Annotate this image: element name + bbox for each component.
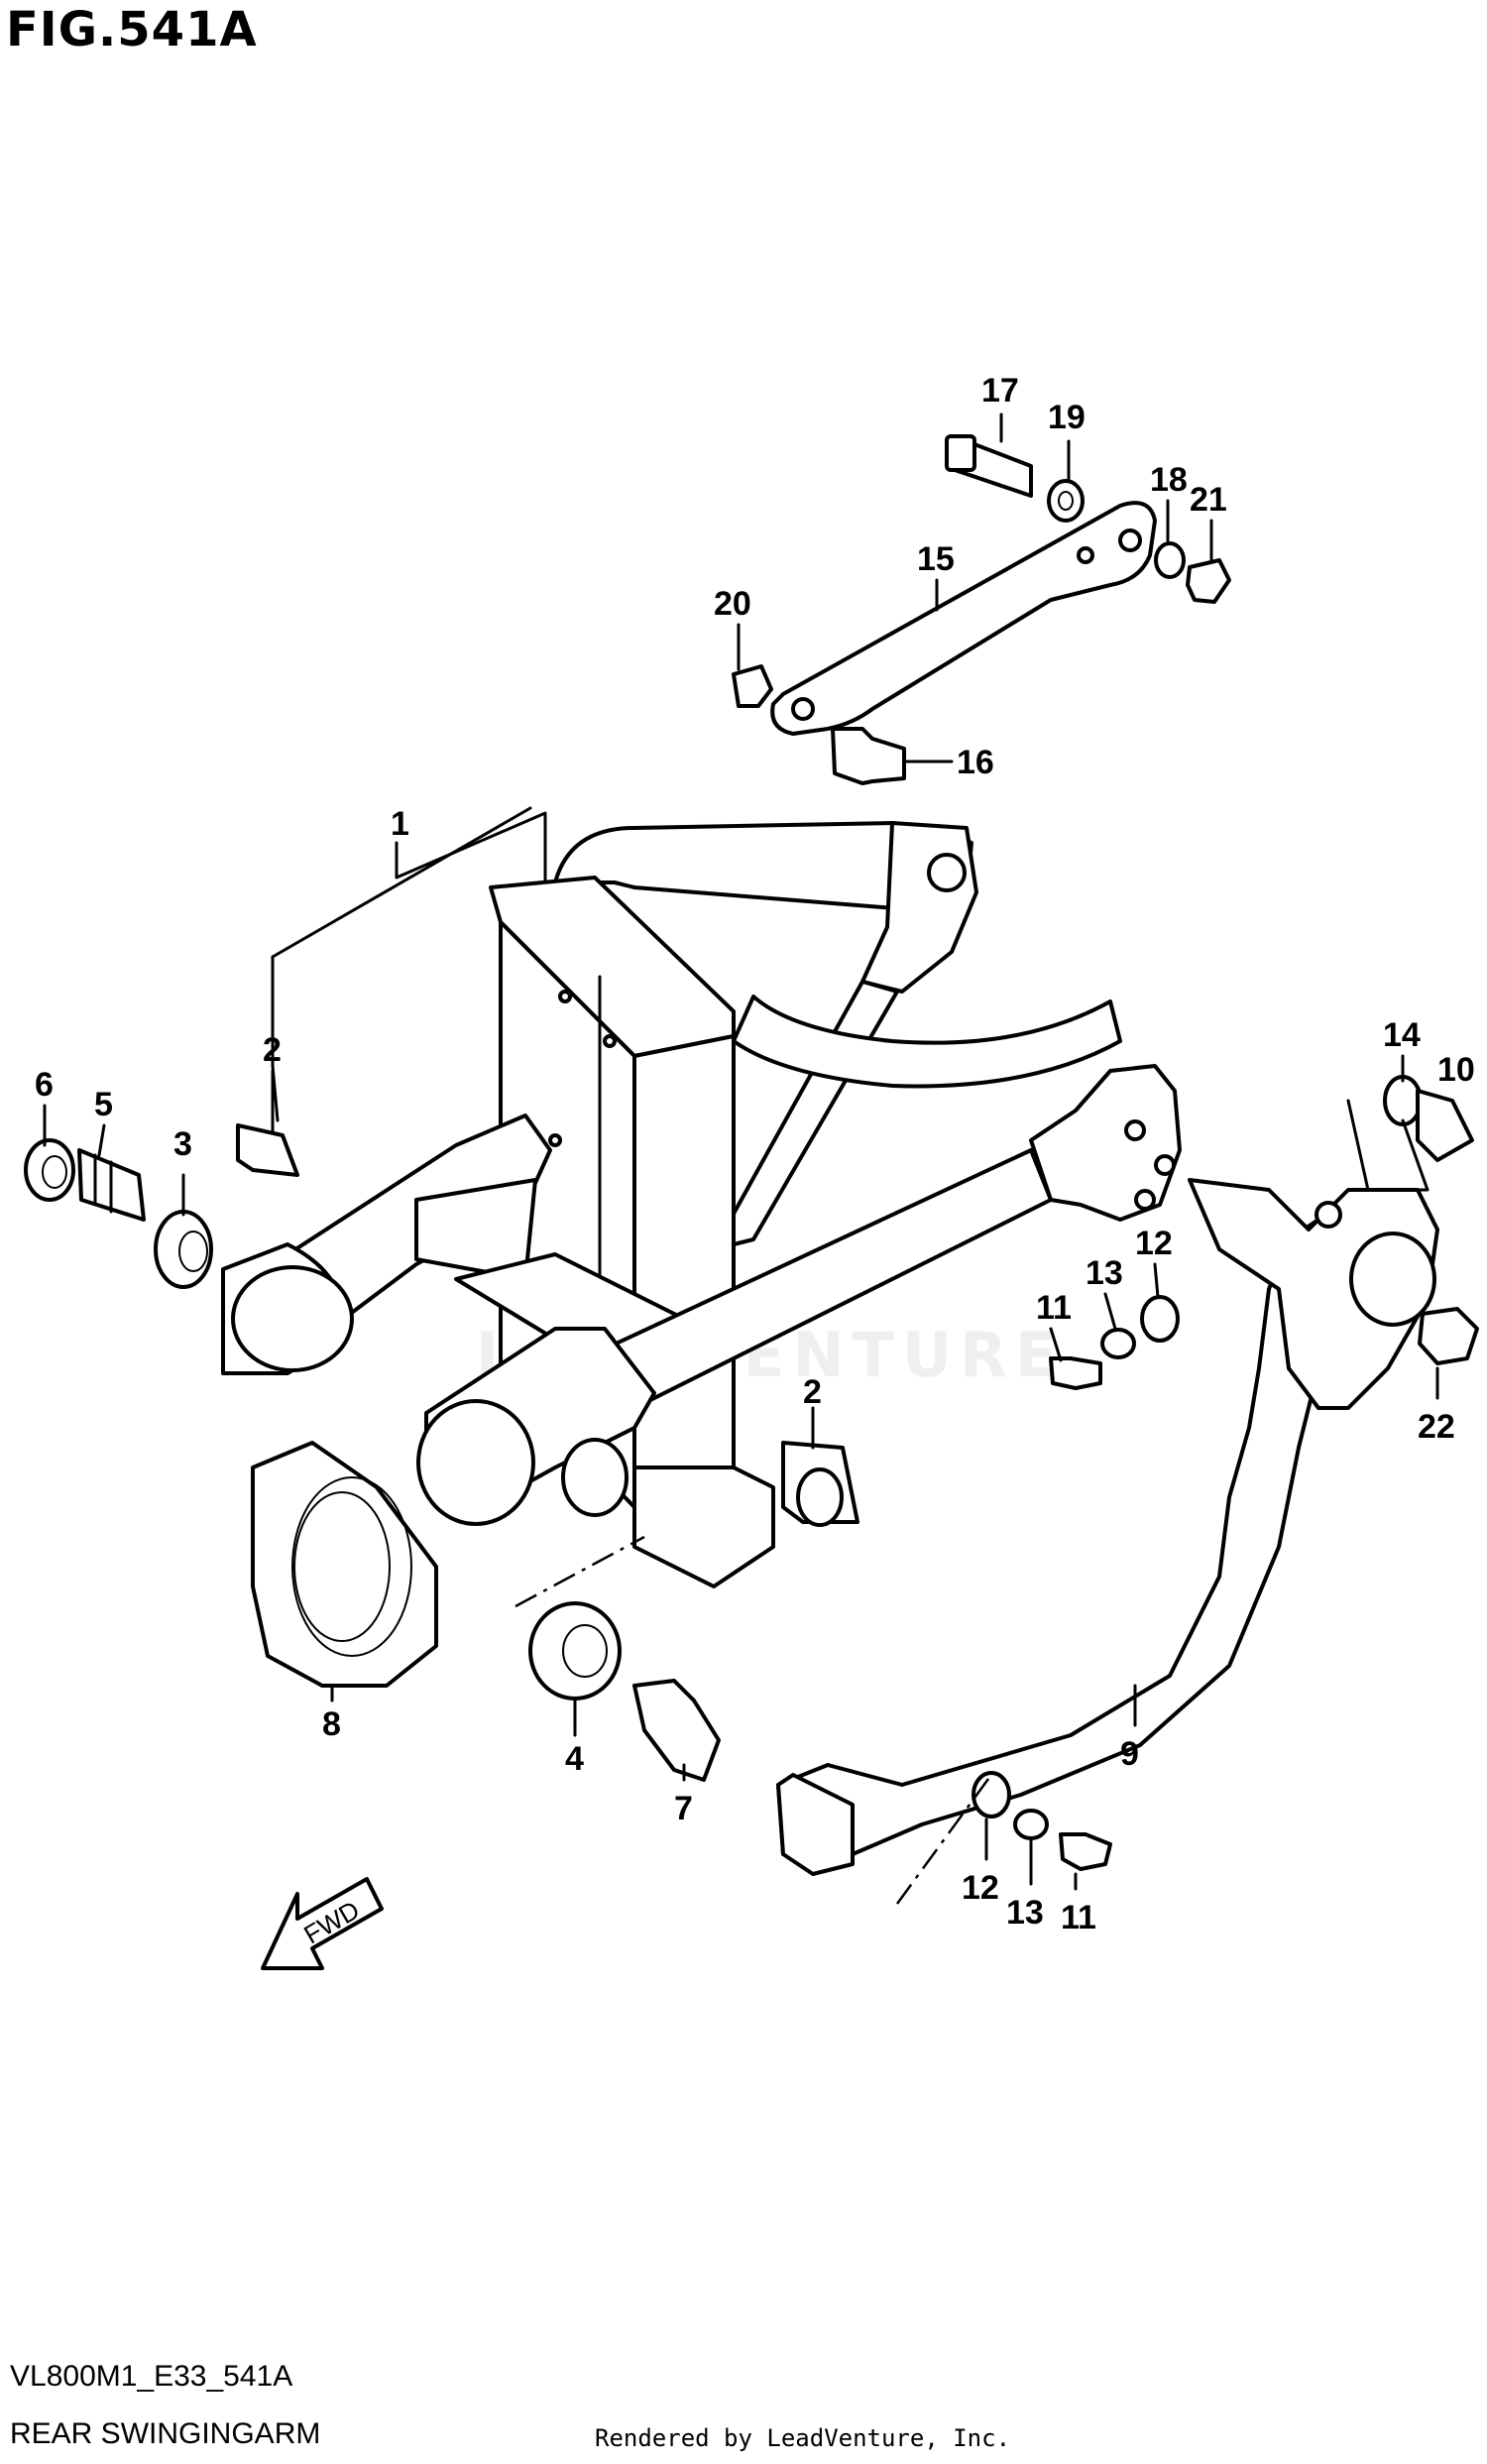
bushing-2-upper[interactable] bbox=[236, 1123, 299, 1177]
torque-link-hole-rear bbox=[1118, 528, 1142, 552]
leader-12a bbox=[1153, 1262, 1160, 1299]
callout-2b: 2 bbox=[803, 1373, 822, 1411]
callout-12a: 12 bbox=[1135, 1225, 1173, 1262]
bolt-16[interactable] bbox=[831, 727, 906, 785]
callout-11a: 11 bbox=[1036, 1289, 1072, 1327]
bushing-12-lower[interactable] bbox=[972, 1771, 1011, 1819]
final-drive-flange bbox=[1029, 1064, 1182, 1222]
leader-1-to-2 bbox=[271, 955, 280, 1122]
leader-10-14 bbox=[1346, 1099, 1430, 1192]
bolt-11-upper[interactable] bbox=[1049, 1356, 1102, 1390]
washer-14[interactable] bbox=[1383, 1075, 1423, 1126]
callout-5: 5 bbox=[94, 1086, 113, 1123]
callout-21: 21 bbox=[1190, 481, 1227, 519]
crossmember-rivet-1 bbox=[558, 990, 572, 1003]
callout-16: 16 bbox=[957, 744, 994, 781]
bearing-3-race bbox=[178, 1231, 208, 1272]
callout-17: 17 bbox=[981, 372, 1019, 410]
torque-link-assembly bbox=[732, 434, 1231, 785]
caliper-housing-hole bbox=[1315, 1201, 1342, 1229]
nut-6-hole bbox=[42, 1155, 67, 1189]
render-credit: Rendered by LeadVenture, Inc. bbox=[595, 2424, 1011, 2452]
fwd-arrow: FWD bbox=[261, 1877, 384, 1970]
collar-13-upper[interactable] bbox=[1100, 1328, 1136, 1359]
leader-1-bracket bbox=[271, 806, 532, 959]
callout-20: 20 bbox=[714, 585, 751, 623]
torque-link[interactable] bbox=[770, 501, 1157, 736]
callout-13a: 13 bbox=[1086, 1254, 1123, 1292]
callout-6: 6 bbox=[35, 1066, 54, 1104]
figure-title: FIG.541A bbox=[6, 2, 258, 58]
bracket-foot bbox=[776, 1773, 855, 1876]
leader-13a bbox=[1103, 1292, 1117, 1331]
fwd-arrow-shape bbox=[261, 1877, 384, 1970]
leader-5 bbox=[97, 1123, 106, 1157]
boot-rib-2 bbox=[293, 1491, 391, 1642]
callout-9: 9 bbox=[1120, 1735, 1139, 1773]
model-code: VL800M1_E33_541A bbox=[10, 2360, 293, 2393]
callout-labels: 1 2 2 3 4 5 6 7 8 9 10 11 11 12 12 13 13… bbox=[35, 372, 1475, 1936]
swingarm-upper-tube bbox=[732, 995, 1122, 1089]
callout-2a: 2 bbox=[263, 1031, 282, 1069]
callout-4: 4 bbox=[565, 1740, 584, 1778]
torque-link-hole-mid bbox=[1077, 546, 1094, 564]
flange-bolt-3 bbox=[1134, 1189, 1156, 1211]
crossmember-foot bbox=[632, 1466, 775, 1588]
bearing-4[interactable] bbox=[528, 1601, 622, 1701]
left-pivot-bore bbox=[231, 1265, 354, 1372]
bearing-4-race bbox=[562, 1624, 608, 1678]
bolt-10[interactable] bbox=[1416, 1089, 1474, 1162]
callout-12b: 12 bbox=[962, 1869, 999, 1907]
bracket-9[interactable] bbox=[776, 1178, 1439, 1876]
crossmember-rivet-3 bbox=[548, 1133, 562, 1147]
bearing-3[interactable] bbox=[154, 1210, 213, 1289]
nut-21[interactable] bbox=[1186, 558, 1231, 604]
crossmember-rivet-2 bbox=[603, 1034, 617, 1048]
leader-11a bbox=[1049, 1327, 1063, 1362]
swingarm[interactable] bbox=[221, 821, 1182, 1588]
washer-22[interactable] bbox=[1418, 1307, 1479, 1365]
rubber-boot bbox=[251, 1441, 438, 1688]
bolt-11-lower[interactable] bbox=[1059, 1832, 1112, 1871]
flange-bolt-1 bbox=[1124, 1119, 1146, 1141]
callout-15: 15 bbox=[917, 540, 955, 578]
callout-14: 14 bbox=[1383, 1016, 1421, 1054]
bolt-17-head bbox=[945, 434, 976, 472]
washer-18[interactable] bbox=[1154, 541, 1186, 579]
callout-11b: 11 bbox=[1061, 1899, 1096, 1936]
bushing-2-lower-end bbox=[796, 1467, 844, 1527]
collar-13-lower[interactable] bbox=[1013, 1809, 1049, 1840]
front-bell-bore bbox=[416, 1399, 535, 1526]
crossmember-side bbox=[632, 1034, 736, 1509]
callout-8: 8 bbox=[322, 1705, 341, 1743]
assembly-line-4 bbox=[515, 1535, 645, 1608]
leader-1 bbox=[395, 811, 547, 884]
caliper-housing-bore bbox=[1349, 1232, 1436, 1327]
front-bell-boss bbox=[561, 1438, 629, 1517]
leader-lines bbox=[43, 412, 1439, 1891]
bushing-12-upper[interactable] bbox=[1140, 1295, 1180, 1343]
assembly-line-9 bbox=[895, 1774, 993, 1905]
shock-mount-hole bbox=[927, 853, 967, 892]
flange-bolt-2 bbox=[1154, 1154, 1176, 1176]
washer-19[interactable] bbox=[1047, 479, 1085, 523]
boot-8[interactable] bbox=[251, 1441, 438, 1688]
callout-3: 3 bbox=[173, 1125, 192, 1163]
callout-10: 10 bbox=[1437, 1051, 1475, 1089]
callout-19: 19 bbox=[1048, 399, 1086, 436]
washer-19-hole bbox=[1058, 491, 1074, 511]
callout-18: 18 bbox=[1150, 461, 1188, 499]
callout-7: 7 bbox=[674, 1790, 693, 1827]
callout-1: 1 bbox=[391, 805, 409, 843]
callout-13b: 13 bbox=[1006, 1894, 1044, 1932]
callout-22: 22 bbox=[1418, 1408, 1455, 1446]
boot-rib-1 bbox=[291, 1476, 412, 1657]
diagram-name: REAR SWINGINGARM bbox=[10, 2417, 321, 2450]
plug-7[interactable] bbox=[632, 1679, 721, 1782]
torque-link-hole-front bbox=[791, 697, 815, 721]
nut-20[interactable] bbox=[732, 664, 773, 708]
